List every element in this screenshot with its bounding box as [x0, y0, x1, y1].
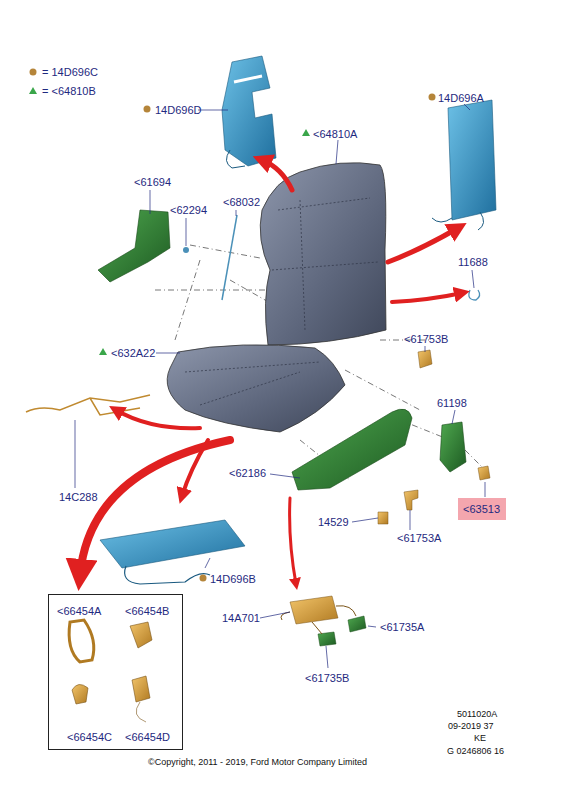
- legend-text: = 14D696C: [42, 66, 98, 78]
- part-number: <66454B: [125, 605, 169, 617]
- part-number: <61735B: [305, 672, 349, 684]
- part-number: 14D696A: [438, 92, 484, 104]
- part-number: <66454C: [67, 731, 112, 743]
- part-number: <62294: [170, 204, 207, 216]
- part-number: 61198: [437, 397, 467, 409]
- part-number: <61753B: [404, 333, 448, 345]
- part-number: <68032: [223, 196, 260, 208]
- part-number: <632A22: [111, 347, 155, 359]
- part-number: <61735A: [380, 621, 424, 633]
- part-number: 14A701: [222, 612, 260, 624]
- legend-swatch: [29, 87, 37, 94]
- part-number: <64810A: [313, 128, 357, 140]
- legend-text: = <64810B: [42, 85, 96, 97]
- part-number: 14C288: [59, 491, 98, 503]
- part-number: 11688: [458, 256, 488, 268]
- part-number: <63513: [463, 503, 500, 515]
- part-number: <66454A: [57, 605, 101, 617]
- legend-swatch: [30, 69, 37, 76]
- part-number: 14D696B: [210, 573, 256, 585]
- drawing-note: KE: [474, 733, 486, 743]
- part-number: <61694: [134, 176, 171, 188]
- highlight-box: <63513: [458, 498, 506, 520]
- drawing-note: ©Copyright, 2011 - 2019, Ford Motor Comp…: [148, 757, 367, 767]
- drawing-note: 09-2019 37: [448, 721, 494, 731]
- drawing-note: 5011020A: [457, 709, 497, 719]
- drawing-note: G 0246806 16: [447, 746, 504, 756]
- part-number: 14529: [318, 516, 349, 528]
- part-number: <66454D: [125, 731, 170, 743]
- part-number: <61753A: [397, 532, 441, 544]
- part-number: <62186: [229, 467, 266, 479]
- inset-frame: <66454A <66454B <66454C <66454D: [48, 594, 183, 750]
- part-number: 14D696D: [155, 104, 201, 116]
